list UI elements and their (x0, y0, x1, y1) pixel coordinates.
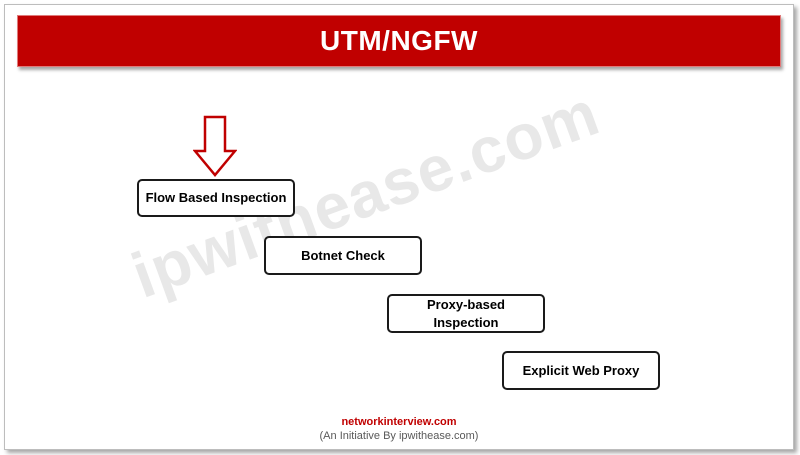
step-label: Explicit Web Proxy (522, 362, 640, 378)
step-label: Botnet Check (301, 247, 385, 263)
step-botnet-check: Botnet Check (264, 236, 422, 275)
step-label: Flow Based Inspection (145, 190, 287, 205)
step-label-line2: Inspection (433, 314, 499, 330)
slide: UTM/NGFW ipwithease.com Flow Based Inspe… (4, 4, 794, 450)
step-label-line1: Proxy-based (426, 296, 506, 312)
step-proxy-based-inspection: Proxy-based Inspection (387, 294, 545, 333)
title-banner: UTM/NGFW (17, 15, 781, 67)
down-arrow-icon (193, 115, 237, 177)
step-flow-based-inspection: Flow Based Inspection (137, 179, 295, 217)
footer-tagline: (An Initiative By ipwithease.com) (319, 430, 479, 442)
step-explicit-web-proxy: Explicit Web Proxy (502, 351, 660, 390)
footer-site-link[interactable]: networkinterview.com (341, 416, 457, 428)
page-title: UTM/NGFW (320, 25, 478, 56)
